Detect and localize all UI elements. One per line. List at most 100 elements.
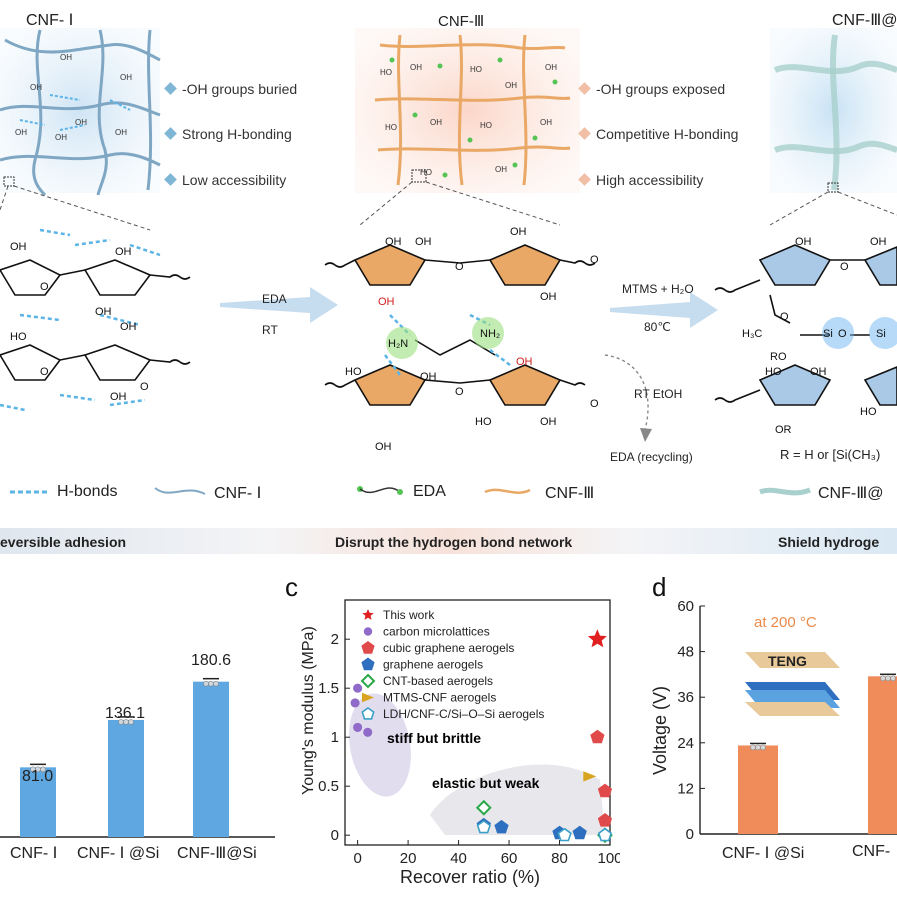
legend-marker	[363, 627, 373, 636]
svg-text:OH: OH	[540, 416, 557, 428]
svg-text:OH: OH	[120, 321, 137, 333]
arrow2-label-top: MTMS + H₂O	[622, 282, 694, 296]
svg-text:OH: OH	[120, 73, 132, 82]
cnf3-title: CNF-Ⅲ	[438, 13, 485, 30]
adhesion-bar-chart	[0, 677, 275, 838]
svg-text:OH: OH	[430, 118, 442, 127]
legend-cnf1: CNF- Ⅰ	[214, 485, 262, 502]
legend-marker	[361, 657, 375, 671]
annotation-stiff: stiff but brittle	[387, 730, 481, 746]
x-tick-label: 80	[551, 850, 568, 867]
cnf1-title: CNF- Ⅰ	[26, 12, 74, 29]
svg-text:O: O	[40, 281, 49, 293]
svg-text:H₂N: H₂N	[388, 338, 408, 350]
bullet-text: -OH groups exposed	[596, 81, 726, 97]
svg-text:Si: Si	[823, 328, 833, 340]
x-tick-label: 20	[400, 850, 417, 867]
y-tick-label: 0	[331, 827, 339, 844]
bar	[738, 745, 778, 834]
scatter-point	[557, 827, 572, 842]
svg-text:OH: OH	[55, 133, 67, 142]
scatter-point	[583, 771, 597, 782]
r-group-label: R = H or [Si(CH₃)	[780, 447, 881, 462]
y-tick-label: 2	[331, 631, 339, 648]
annotation-teng: TENG	[768, 653, 807, 669]
y-tick-label: 12	[677, 780, 694, 797]
legend-marker	[362, 692, 374, 703]
svg-text:O: O	[40, 366, 49, 378]
bar	[108, 719, 144, 837]
svg-text:HO: HO	[765, 366, 782, 378]
svg-text:OH: OH	[505, 81, 517, 90]
bullet-text: Strong H-bonding	[182, 126, 292, 142]
data-point	[203, 680, 209, 687]
bullet-text: Low accessibility	[182, 172, 287, 188]
svg-text:OH: OH	[540, 291, 557, 303]
recycle-label-bottom: EDA (recycling)	[610, 450, 693, 464]
x-tick-label: 40	[450, 850, 467, 867]
x-axis-label: Recover ratio (%)	[400, 867, 540, 887]
y-tick-label: 60	[677, 598, 694, 615]
svg-text:OH: OH	[10, 241, 27, 253]
legend-marker	[360, 673, 376, 689]
svg-text:Si: Si	[876, 328, 886, 340]
svg-text:OH: OH	[545, 63, 557, 72]
scatter-point	[475, 799, 492, 816]
scatter-point	[363, 727, 373, 737]
svg-text:OH: OH	[495, 165, 507, 174]
section-banner: eversible adhesion Disrupt the hydrogen …	[0, 528, 897, 554]
svg-text:HO: HO	[10, 331, 27, 343]
svg-text:OH: OH	[410, 63, 422, 72]
plot-frame	[344, 599, 611, 846]
svg-text:O: O	[590, 398, 599, 410]
svg-text:NH₂: NH₂	[480, 328, 500, 340]
svg-text:OH: OH	[95, 306, 112, 318]
x-tick-label: 0	[353, 850, 361, 867]
svg-text:OH: OH	[110, 391, 127, 403]
data-point	[760, 744, 766, 751]
svg-text:HO: HO	[475, 416, 492, 428]
bar	[20, 767, 56, 837]
arrow1-label-bottom: RT	[262, 323, 278, 337]
legend-marker	[362, 609, 374, 620]
legend-cnf3: CNF-Ⅲ	[545, 485, 595, 502]
bar-category-label: CNF- Ⅰ @Si	[722, 845, 805, 862]
data-point	[880, 675, 886, 682]
data-point	[40, 766, 46, 773]
scatter-point	[353, 683, 363, 693]
diamond-icon	[578, 127, 591, 140]
scatter-point	[597, 813, 613, 827]
banner-center: Disrupt the hydrogen bond network	[335, 534, 573, 550]
svg-text:O: O	[780, 311, 789, 323]
legend-label: CNT-based aerogels	[383, 674, 493, 688]
legend-symbols	[10, 486, 811, 496]
scatter-point	[572, 825, 587, 840]
svg-text:HO: HO	[470, 65, 482, 74]
diamond-icon	[164, 127, 177, 140]
recycle-label-top: RT EtOH	[634, 387, 683, 401]
diamond-icon	[164, 82, 177, 95]
svg-text:OH: OH	[15, 128, 27, 137]
svg-text:OH: OH	[810, 366, 827, 378]
y-tick-label: 24	[677, 735, 694, 752]
diamond-icon	[164, 173, 177, 186]
svg-text:OH: OH	[795, 236, 812, 248]
scatter-point	[353, 722, 363, 732]
bar-value-label: 180.6	[191, 652, 232, 669]
scatter-point	[597, 827, 613, 842]
cnf1-bullet: Strong H-bonding	[164, 126, 292, 142]
y-tick-label: 36	[677, 689, 694, 706]
scatter-point	[494, 819, 509, 834]
svg-text:H₃C: H₃C	[742, 328, 762, 340]
panel-letter-d: d	[652, 572, 667, 602]
legend-label: This work	[383, 608, 435, 622]
cnf1-bullet: -OH groups buried	[164, 81, 297, 97]
legend-label: graphene aerogels	[383, 658, 483, 672]
legend-marker	[361, 707, 375, 720]
svg-text:HO: HO	[385, 123, 397, 132]
svg-text:OR: OR	[775, 424, 792, 436]
y-tick-label: 48	[677, 644, 694, 661]
data-point	[213, 680, 219, 687]
